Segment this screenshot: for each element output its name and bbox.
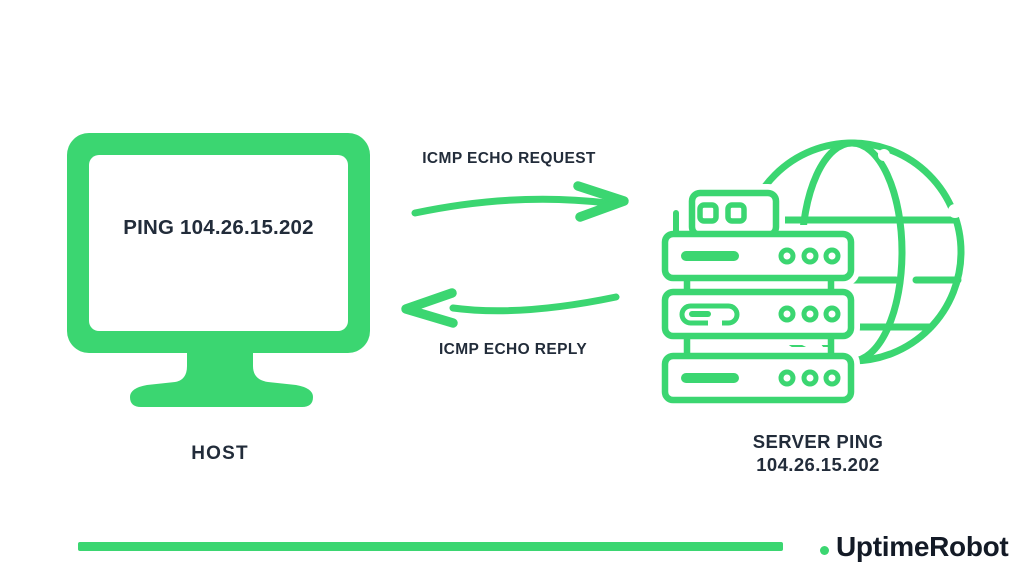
brand-logo: UptimeRobot — [820, 530, 1009, 564]
footer-divider-bar — [78, 542, 783, 551]
server-caption: SERVER PING 104.26.15.202 — [716, 431, 920, 476]
brand-dot-icon — [820, 545, 829, 555]
host-caption: HOST — [191, 443, 249, 464]
server-globe-icon — [656, 139, 965, 409]
monitor-icon — [67, 133, 370, 407]
server-caption-line2: 104.26.15.202 — [756, 453, 880, 475]
arrow-right-icon — [411, 181, 629, 222]
request-label: ICMP ECHO REQUEST — [422, 150, 596, 167]
host-screen-text: PING 104.26.15.202 — [123, 216, 314, 239]
reply-label: ICMP ECHO REPLY — [438, 341, 588, 358]
arrow-left-icon — [401, 288, 620, 328]
server-caption-line1: SERVER PING — [752, 431, 884, 452]
brand-name: UptimeRobot — [836, 531, 1009, 562]
